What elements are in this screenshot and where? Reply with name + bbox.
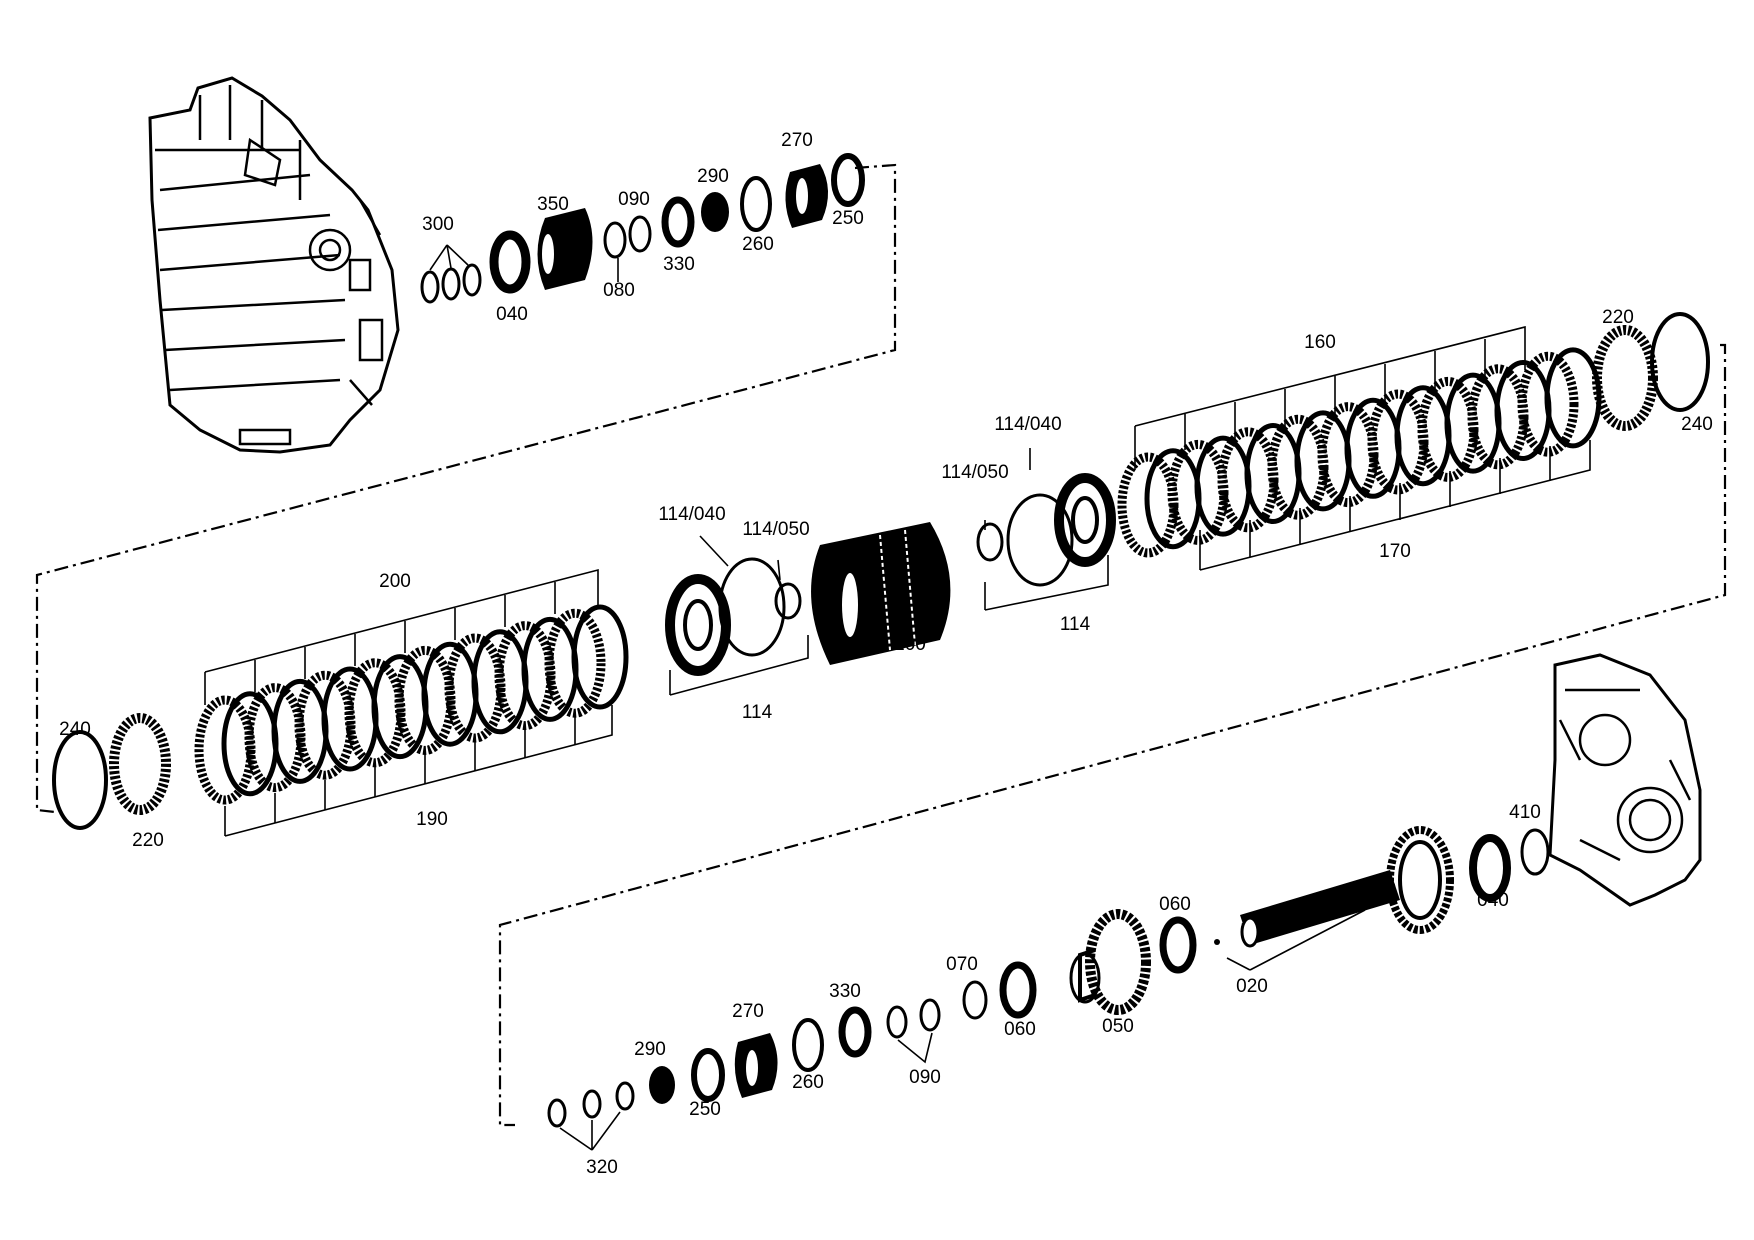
label-070: 070 (946, 954, 978, 975)
clutch-pack-190-200 (52, 568, 629, 837)
clutch-plate (444, 633, 506, 743)
dashed-connector-top (35, 163, 897, 814)
label-270-top: 270 (781, 130, 813, 151)
label-060-left: 060 (1004, 1019, 1036, 1040)
part-labels: 300 350 090 290 270 250 260 330 080 040 … (59, 130, 1713, 1178)
clutch-plate (544, 608, 606, 718)
label-190: 190 (416, 809, 448, 830)
transmission-housing (148, 76, 400, 454)
label-260-bottom: 260 (792, 1072, 824, 1093)
label-330-bottom: 330 (829, 981, 861, 1002)
label-410: 410 (1509, 802, 1541, 823)
label-240-left: 240 (59, 719, 91, 740)
clutch-plate (1517, 351, 1579, 457)
label-114-040-left: 114/040 (658, 504, 725, 525)
label-114-040-right: 114/040 (994, 414, 1061, 435)
bottom-row-parts (547, 826, 1550, 1151)
label-114-right: 114 (1060, 614, 1091, 635)
label-320: 320 (586, 1157, 618, 1178)
label-090-top: 090 (618, 189, 650, 210)
label-240-right: 240 (1681, 414, 1713, 435)
label-220-right: 220 (1602, 307, 1634, 328)
rear-cover-housing (1548, 653, 1702, 907)
piston-group-114-right (976, 448, 1116, 611)
label-350: 350 (537, 194, 569, 215)
label-040-bottom: 040 (1477, 890, 1509, 911)
label-250-top: 250 (832, 208, 864, 229)
piston-group-114-left (665, 535, 809, 696)
label-270-bottom: 270 (732, 1001, 764, 1022)
label-050: 050 (1102, 1016, 1134, 1037)
label-114-050-left: 114/050 (742, 519, 809, 540)
label-330-top: 330 (663, 254, 695, 275)
label-114-left: 114 (742, 702, 773, 723)
clutch-plate (571, 604, 629, 710)
clutch-plate (194, 695, 256, 805)
label-260-top: 260 (742, 234, 774, 255)
label-290-top: 290 (697, 166, 729, 187)
label-300: 300 (422, 214, 454, 235)
clutch-plate (394, 645, 456, 755)
clutch-plate (494, 621, 556, 731)
label-220-left: 220 (132, 830, 164, 851)
label-170: 170 (1379, 541, 1411, 562)
label-160: 160 (1304, 332, 1336, 353)
clutch-plate (294, 670, 356, 780)
clutch-drum-100 (811, 522, 951, 665)
clutch-pack-160-170 (1117, 312, 1710, 571)
label-080: 080 (603, 280, 635, 301)
dashed-connector-right (498, 343, 1727, 1127)
label-060-right: 060 (1159, 894, 1191, 915)
label-250-bottom: 250 (689, 1099, 721, 1120)
clutch-plate (344, 658, 406, 768)
label-114-050-right: 114/050 (941, 462, 1008, 483)
top-row-parts (420, 153, 865, 304)
label-090-bottom: 090 (909, 1067, 941, 1088)
label-100: 100 (894, 634, 926, 655)
label-200: 200 (379, 571, 411, 592)
label-290-bottom: 290 (634, 1039, 666, 1060)
label-020: 020 (1236, 976, 1268, 997)
clutch-plate (244, 683, 306, 793)
label-040-top: 040 (496, 304, 528, 325)
